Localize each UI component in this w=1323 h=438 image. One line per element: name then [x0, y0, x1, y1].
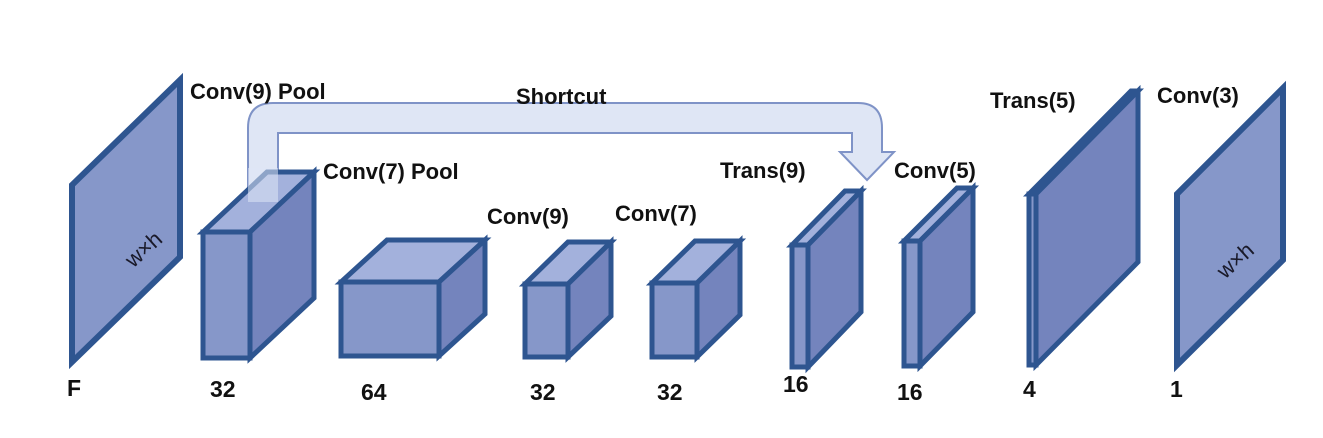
- block-1-op-label: Conv(9) Pool: [190, 79, 326, 104]
- output-plane: w×h: [1174, 80, 1286, 373]
- shortcut-arrow-overlay: [248, 168, 278, 202]
- block-2-feature-map: [334, 234, 492, 362]
- input-plane-face: [69, 72, 183, 370]
- block-1-side-face: [247, 166, 317, 364]
- input-plane-size-label: F: [67, 375, 81, 401]
- block-4-op-label: Conv(7): [615, 201, 697, 226]
- block-5-feature-map: [786, 184, 867, 374]
- block-2-size-label: 64: [361, 379, 387, 405]
- block-6-side-face: [917, 181, 976, 373]
- shortcut-arrow: [247, 102, 897, 203]
- block-7-feature-map: [1023, 84, 1144, 372]
- output-plane-size-label: 1: [1170, 376, 1183, 402]
- block-1-size-label: 32: [210, 376, 236, 402]
- block-3-side-face: [565, 236, 614, 363]
- block-5-side-face: [805, 184, 864, 374]
- block-7-side-face: [1033, 84, 1141, 372]
- block-5-size-label: 16: [783, 371, 809, 397]
- block-3-feature-map: [518, 236, 618, 363]
- block-4-size-label: 32: [657, 379, 683, 405]
- block-2-side-face: [436, 234, 488, 362]
- block-6-size-label: 16: [897, 379, 923, 405]
- block-6-op-label: Conv(5): [894, 158, 976, 183]
- block-3-front-face: [522, 281, 571, 360]
- block-2-op-label: Conv(7) Pool: [323, 159, 459, 184]
- block-4-front-face: [649, 280, 700, 360]
- block-1-feature-map: [196, 166, 321, 364]
- block-3-op-label: Conv(9): [487, 204, 569, 229]
- block-4-side-face: [694, 235, 743, 363]
- block-2-front-face: [338, 279, 442, 359]
- input-plane: w×h: [69, 72, 183, 370]
- shortcut-arrow-body: [247, 102, 897, 203]
- block-7-op-label: Trans(5): [990, 88, 1076, 113]
- block-6-feature-map: [897, 181, 980, 373]
- shortcut-label: Shortcut: [516, 84, 607, 109]
- output-plane-face: [1174, 80, 1286, 373]
- output-plane-op-label: Conv(3): [1157, 83, 1239, 108]
- block-3-size-label: 32: [530, 379, 556, 405]
- block-7-size-label: 4: [1023, 376, 1036, 402]
- block-1-front-face: [200, 229, 253, 361]
- block-4-feature-map: [645, 235, 747, 363]
- block-5-op-label: Trans(9): [720, 158, 806, 183]
